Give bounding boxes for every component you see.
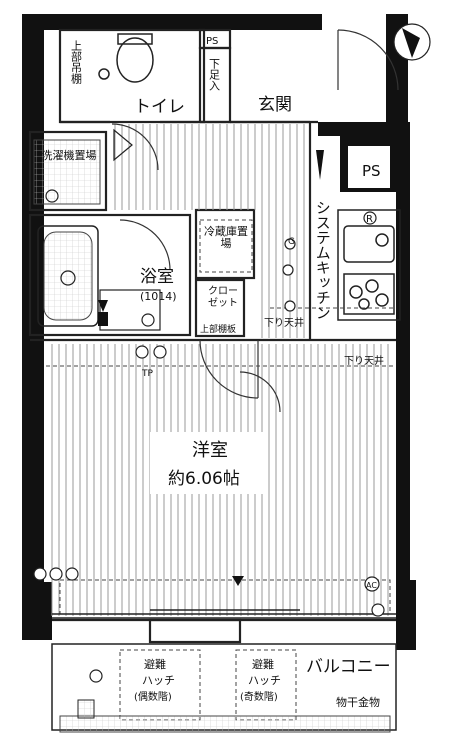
bathtub (37, 225, 99, 327)
marker-triangle-icon (232, 576, 244, 586)
circle-ac-label: AC (366, 581, 377, 590)
balcony-label: バルコニー (306, 657, 391, 677)
shower-icon (98, 300, 108, 312)
marker-triangle-icon-2 (316, 150, 324, 180)
washer-area (33, 139, 101, 205)
washer-faucet-icon (45, 189, 59, 203)
washer-label: 洗濯機置場 (41, 149, 97, 162)
ps-right-label: PS (362, 162, 381, 180)
hatch-left-line2: ハッチ (142, 674, 175, 687)
bath-fixture-icon (141, 313, 155, 327)
circle-g-label: G (288, 237, 295, 247)
western-label: 洋室 (192, 440, 228, 461)
western-size-label: 約6.06帖 (168, 469, 240, 489)
bath-size-label: (1014) (140, 290, 177, 303)
bath-drain-icon (60, 270, 76, 286)
small-labels: PS PS クロー ゼット 上部棚板 下り天井 下り天井 TP R G AC 避… (134, 36, 384, 709)
room-labels: トイレ 玄関 浴室 (1014) 洋室 約6.06帖 バルコニー (134, 95, 391, 677)
marker-triangle-icon-3 (113, 128, 133, 162)
balcony-ledge (59, 715, 391, 733)
western-label-bg (150, 432, 266, 494)
north-compass-icon (393, 23, 431, 61)
electrical-outlets (33, 211, 385, 683)
closet-line1: クロー (208, 285, 238, 297)
bathtub-inner (43, 231, 93, 321)
hatch-right-line2: ハッチ (248, 674, 281, 687)
circle-r-label: R (366, 214, 373, 225)
hatch-left-line1: 避難 (144, 657, 166, 671)
hatch-left-line3: (偶数階) (134, 690, 172, 703)
toilet-label: トイレ (134, 97, 185, 117)
toilet-fixture (98, 33, 154, 83)
upper-shelf-label: 上部棚板 (200, 323, 236, 335)
clothes-hanger-label: 物干金物 (336, 695, 380, 709)
shoe-box-label: 下足入 (207, 58, 221, 91)
shower-valve-icon (98, 312, 108, 326)
drain-icon (77, 699, 95, 719)
door-swings (111, 29, 399, 413)
ps-top-label: PS (206, 36, 218, 47)
window (52, 609, 396, 619)
kitchen-label: システムキッチン (313, 200, 332, 320)
top-storage-label: 上部吊棚 (69, 40, 83, 84)
hatch-right-line3: (奇数階) (240, 690, 278, 703)
kitchen-counter (337, 209, 401, 321)
interior-walls (28, 28, 396, 644)
bath-label: 浴室 (140, 267, 174, 287)
bath-basin (99, 289, 161, 331)
hatch-right-line1: 避難 (252, 657, 274, 671)
closet-line2: ゼット (208, 297, 238, 309)
lowered-ceiling-1: 下り天井 (264, 316, 304, 329)
ps-box (348, 146, 390, 188)
lowered-ceiling-2: 下り天井 (344, 354, 384, 367)
entrance-label: 玄関 (258, 95, 292, 115)
fridge-label: 冷蔵庫置場 (204, 225, 248, 250)
tp-label: TP (141, 369, 153, 379)
